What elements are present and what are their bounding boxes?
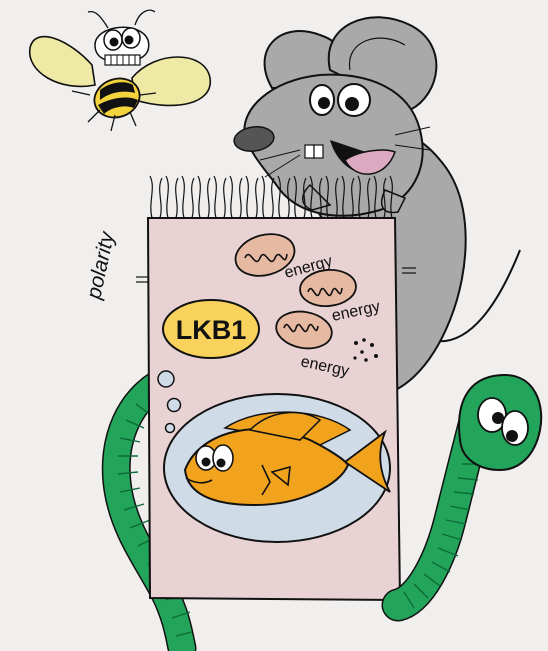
- polarity-label: polarity: [82, 229, 119, 302]
- lkb1-blob: LKB1: [163, 300, 259, 358]
- lkb1-label: LKB1: [176, 315, 247, 345]
- worm-right: [398, 375, 541, 608]
- bee: [30, 10, 211, 131]
